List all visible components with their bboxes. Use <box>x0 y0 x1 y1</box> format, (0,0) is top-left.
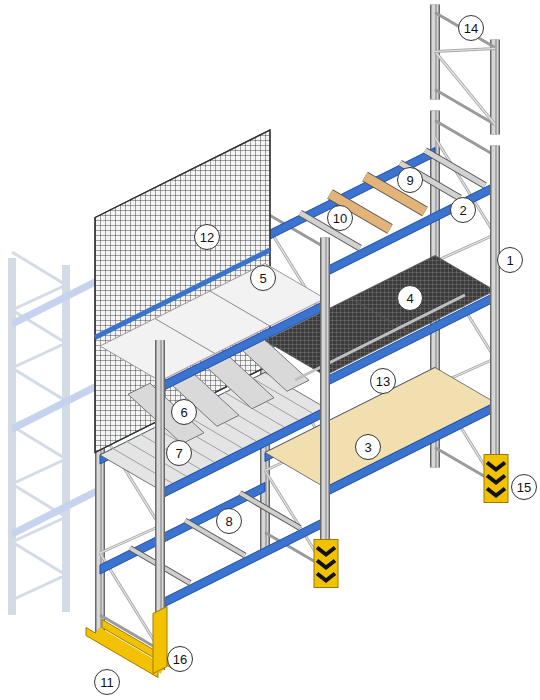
upright-protector <box>153 607 167 674</box>
beam <box>325 183 495 277</box>
hazard-chevron <box>487 489 505 496</box>
ghost-frame <box>12 252 66 285</box>
callout-number: 5 <box>250 265 276 291</box>
callout-number: 2 <box>450 197 476 223</box>
upright <box>325 238 326 588</box>
beam <box>160 518 325 610</box>
callout-number: 1 <box>497 247 523 273</box>
callout-number: 4 <box>397 285 423 311</box>
hazard-chevron <box>317 561 335 568</box>
frame-brace <box>435 13 495 48</box>
ghost-frame <box>12 426 66 459</box>
ghost-beam <box>12 488 95 538</box>
callout-number: 13 <box>370 368 396 394</box>
ghost-frame <box>12 459 66 484</box>
callout-number: 10 <box>327 205 353 231</box>
ghost-frame <box>12 310 66 343</box>
frame-brace <box>435 235 495 262</box>
hazard-chevron <box>487 463 505 470</box>
beam <box>325 403 495 497</box>
pallet-support-bar <box>425 151 485 186</box>
hazard-chevron <box>317 574 335 581</box>
hazard-chevron <box>317 548 335 555</box>
upright <box>495 40 496 135</box>
frame-brace <box>435 90 495 125</box>
ghost-frame <box>62 265 70 612</box>
ghost-frame <box>12 575 66 600</box>
callout-number: 12 <box>194 224 220 250</box>
upright <box>495 146 496 503</box>
ghost-beam <box>12 383 95 433</box>
upright <box>490 146 500 503</box>
ghost-beam <box>12 278 95 328</box>
frame-brace <box>435 49 495 52</box>
callout-number: 3 <box>355 434 381 460</box>
ghost-frame <box>12 542 66 575</box>
upright <box>492 146 499 503</box>
callout-number: 11 <box>94 669 120 695</box>
frame-brace <box>435 52 495 125</box>
callout-number: 7 <box>166 440 192 466</box>
upright-protector <box>484 455 508 503</box>
callout-number: 14 <box>458 15 484 41</box>
callout-number: 9 <box>397 167 423 193</box>
upright <box>322 238 329 588</box>
frame-brace <box>435 49 495 52</box>
ghost-frame <box>12 368 66 401</box>
pallet-support-bar <box>240 493 300 528</box>
mesh-deck <box>350 256 495 334</box>
callout-number: 6 <box>171 399 197 425</box>
callout-number: 8 <box>216 508 242 534</box>
callout-number: 15 <box>511 474 537 500</box>
frame-brace <box>435 235 495 262</box>
upright-protector <box>314 540 338 588</box>
callout-number: 16 <box>167 646 193 672</box>
pallet-support-bar <box>425 151 485 186</box>
ghost-frame <box>12 343 66 368</box>
beam <box>160 301 325 393</box>
upright <box>320 238 330 588</box>
frame-brace <box>435 52 495 125</box>
hazard-chevron <box>487 476 505 483</box>
pallet-support-bar <box>240 493 300 528</box>
